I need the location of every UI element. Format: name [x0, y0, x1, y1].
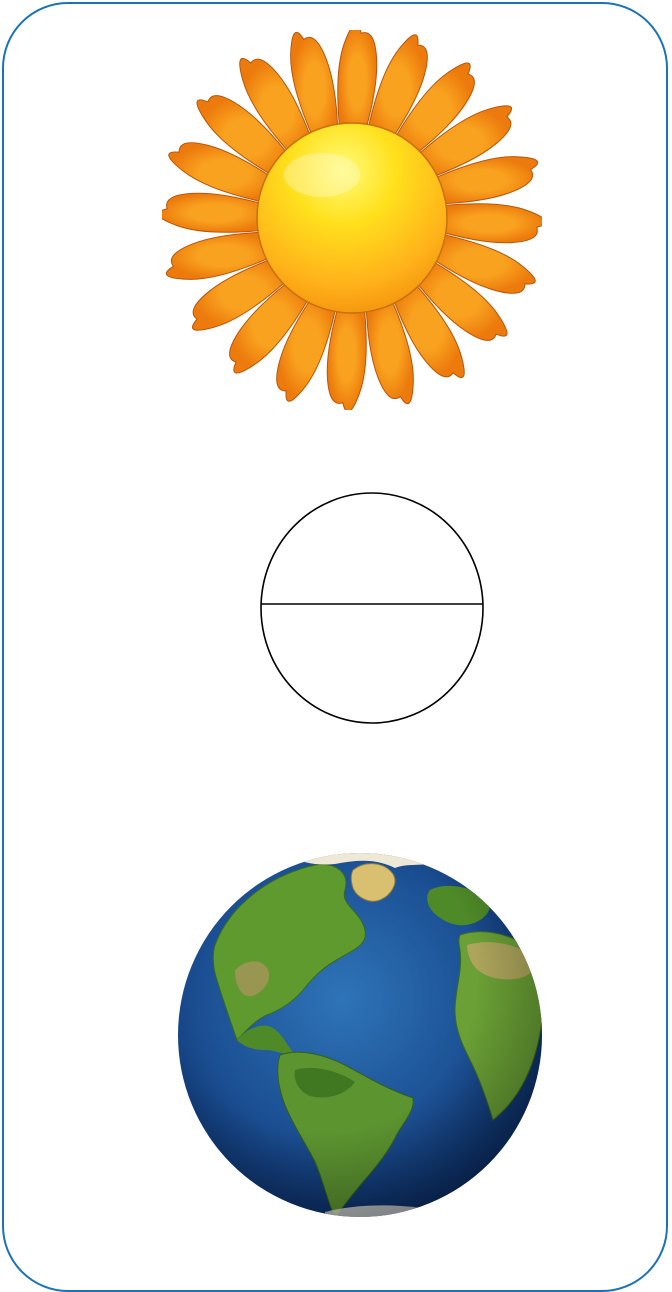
- earth-globe-icon: [175, 850, 545, 1220]
- sun-core: [257, 123, 447, 313]
- sun-icon: [162, 30, 542, 410]
- moon-outline: [261, 493, 483, 723]
- moon-half-circle-icon: [258, 490, 488, 728]
- earth-shading: [178, 853, 542, 1217]
- sun-highlight: [284, 153, 360, 197]
